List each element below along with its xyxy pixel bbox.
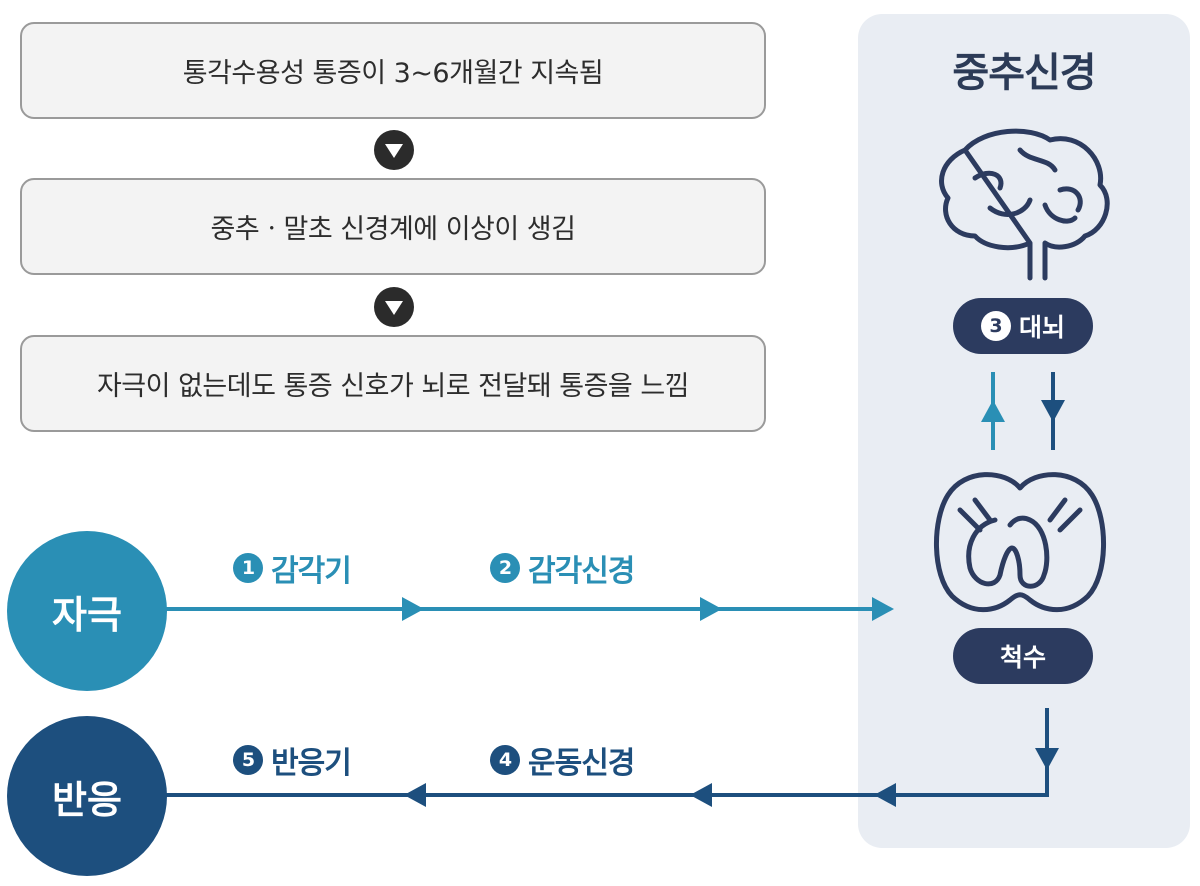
stimulus-text: 자극 bbox=[52, 592, 122, 637]
step-box-3: 자극이 없는데도 통증 신호가 뇌로 전달돼 통증을 느낌 bbox=[20, 335, 766, 432]
number-badge: 1 bbox=[233, 553, 263, 583]
sensory-receptor-text: 감각기 bbox=[271, 554, 352, 589]
spinal-cord-icon bbox=[933, 472, 1107, 613]
step-box-2: 중추ㆍ말초 신경계에 이상이 생김 bbox=[20, 178, 766, 275]
brain-label: 3 대뇌 bbox=[953, 298, 1093, 354]
arrow-up-to-brain bbox=[981, 372, 1005, 450]
motor-pathway-line bbox=[165, 708, 1059, 807]
motor-nerve-label: 4 운동신경 bbox=[490, 738, 635, 782]
step-text-2: 중추ㆍ말초 신경계에 이상이 생김 bbox=[210, 214, 576, 245]
number-badge: 4 bbox=[490, 745, 520, 775]
number-badge: 3 bbox=[980, 311, 1011, 341]
spinal-cord-label-text: 척수 bbox=[999, 643, 1046, 672]
response-circle: 반응 bbox=[7, 716, 167, 876]
sensory-pathway-line bbox=[160, 597, 894, 621]
brain-label-text: 대뇌 bbox=[1018, 313, 1065, 342]
stimulus-circle: 자극 bbox=[7, 531, 167, 691]
step-text-1: 통각수용성 통증이 3~6개월간 지속됨 bbox=[182, 58, 604, 89]
effector-text: 반응기 bbox=[271, 746, 352, 781]
step-box-1: 통각수용성 통증이 3~6개월간 지속됨 bbox=[20, 22, 766, 119]
spinal-cord-label: 척수 bbox=[953, 628, 1093, 684]
down-arrow-icon bbox=[374, 130, 414, 170]
sensory-receptor-label: 1 감각기 bbox=[233, 546, 352, 590]
response-text: 반응 bbox=[52, 777, 122, 822]
down-arrow-icon bbox=[374, 287, 414, 327]
sensory-nerve-label: 2 감각신경 bbox=[490, 546, 635, 590]
effector-label: 5 반응기 bbox=[233, 738, 352, 782]
number-badge: 5 bbox=[233, 745, 263, 775]
cns-title: 중추신경 bbox=[952, 50, 1096, 96]
arrow-down-from-brain bbox=[1041, 372, 1065, 450]
number-badge: 2 bbox=[490, 553, 520, 583]
brain-icon bbox=[939, 128, 1110, 281]
motor-nerve-text: 운동신경 bbox=[528, 746, 635, 781]
step-text-3: 자극이 없는데도 통증 신호가 뇌로 전달돼 통증을 느낌 bbox=[96, 371, 690, 402]
sensory-nerve-text: 감각신경 bbox=[528, 554, 635, 589]
